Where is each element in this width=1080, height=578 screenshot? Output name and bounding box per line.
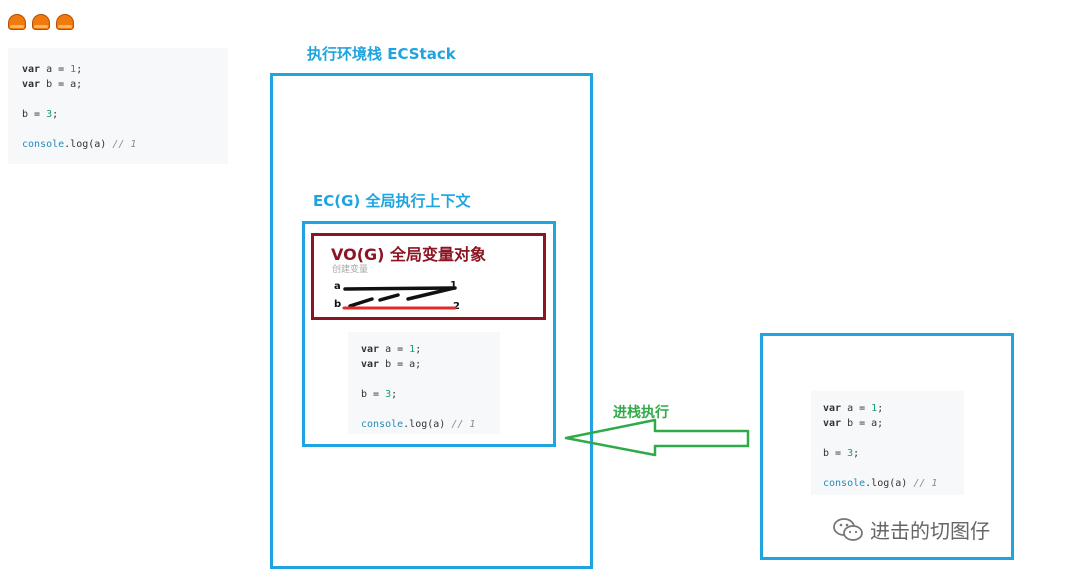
code-number: 3 [46, 109, 53, 120]
ecstack-box [270, 73, 593, 569]
push-exec-label: 进栈执行 [613, 405, 669, 421]
code-block-source: var a = 1;var b = a;b = 3;console.log(a)… [811, 391, 964, 495]
wechat-icon [833, 517, 863, 541]
code-text: .log(a) [64, 139, 113, 150]
code-text: .log(a) [403, 419, 452, 430]
vog-box [311, 233, 546, 320]
code-function: console [823, 478, 866, 489]
code-text: a = [40, 64, 71, 75]
code-comment: // 1 [451, 419, 476, 430]
code-keyword: var [22, 79, 41, 90]
code-number: 1 [409, 344, 416, 355]
var-b-name: b [334, 299, 342, 310]
code-text: b = a; [379, 359, 422, 370]
watermark: 进击的切图仔 [832, 515, 990, 544]
code-function: console [22, 139, 65, 150]
code-text: b = [361, 389, 386, 400]
watermark-text: 进击的切图仔 [870, 519, 990, 543]
code-number: 1 [70, 64, 77, 75]
var-a-value: 1 [450, 280, 457, 291]
code-text: b = a; [40, 79, 83, 90]
code-text: ; [853, 448, 860, 459]
ecg-box [302, 221, 556, 447]
code-number: 3 [385, 389, 392, 400]
code-line: b = 3; [823, 446, 952, 461]
code-line: console.log(a) // 1 [361, 417, 487, 432]
code-number: 1 [871, 403, 878, 414]
code-line: var b = a; [823, 416, 952, 431]
code-keyword: var [823, 403, 842, 414]
vog-title: VO(G) 全局变量对象 [331, 245, 487, 264]
code-keyword: var [22, 64, 41, 75]
dot-icon [56, 14, 74, 30]
code-text: ; [391, 389, 398, 400]
code-text: ; [52, 109, 59, 120]
dot-icon [8, 14, 26, 30]
code-line: console.log(a) // 1 [823, 476, 952, 491]
create-var-label: 创建变量 [332, 265, 369, 275]
push-arrow-shape [564, 418, 750, 457]
pointer-a-line [343, 286, 457, 291]
code-line: var b = a; [361, 357, 487, 372]
ecstack-label: 执行环境栈 ECStack [307, 45, 456, 63]
code-line: console.log(a) // 1 [22, 137, 214, 152]
code-keyword: var [823, 418, 842, 429]
code-line: b = 3; [22, 107, 214, 122]
code-line: var a = 1; [823, 401, 952, 416]
code-text: b = [22, 109, 47, 120]
code-number: 3 [847, 448, 854, 459]
code-comment: // 1 [913, 478, 938, 489]
code-text: b = a; [841, 418, 884, 429]
code-text: .log(a) [865, 478, 914, 489]
code-line: var a = 1; [22, 62, 214, 77]
code-block-top-left: var a = 1;var b = a;b = 3;console.log(a)… [8, 48, 228, 164]
ecg-label: EC(G) 全局执行上下文 [313, 192, 471, 210]
code-comment: // 1 [112, 139, 137, 150]
code-text: ; [877, 403, 884, 414]
code-line: b = 3; [361, 387, 487, 402]
source-box [760, 333, 1014, 560]
code-block-in-ecg: var a = 1;var b = a;b = 3;console.log(a)… [348, 332, 500, 434]
code-text: b = [823, 448, 848, 459]
code-text: a = [841, 403, 872, 414]
code-line: var a = 1; [361, 342, 487, 357]
var-b-value: 2 [453, 301, 460, 312]
code-text: a = [379, 344, 410, 355]
code-text: ; [415, 344, 422, 355]
code-text: ; [76, 64, 83, 75]
code-keyword: var [361, 344, 380, 355]
decorative-dots [8, 14, 74, 30]
dot-icon [32, 14, 50, 30]
var-a-name: a [334, 281, 341, 292]
code-line: var b = a; [22, 77, 214, 92]
pointer-b-zigzag [348, 286, 456, 308]
code-keyword: var [361, 359, 380, 370]
code-function: console [361, 419, 404, 430]
